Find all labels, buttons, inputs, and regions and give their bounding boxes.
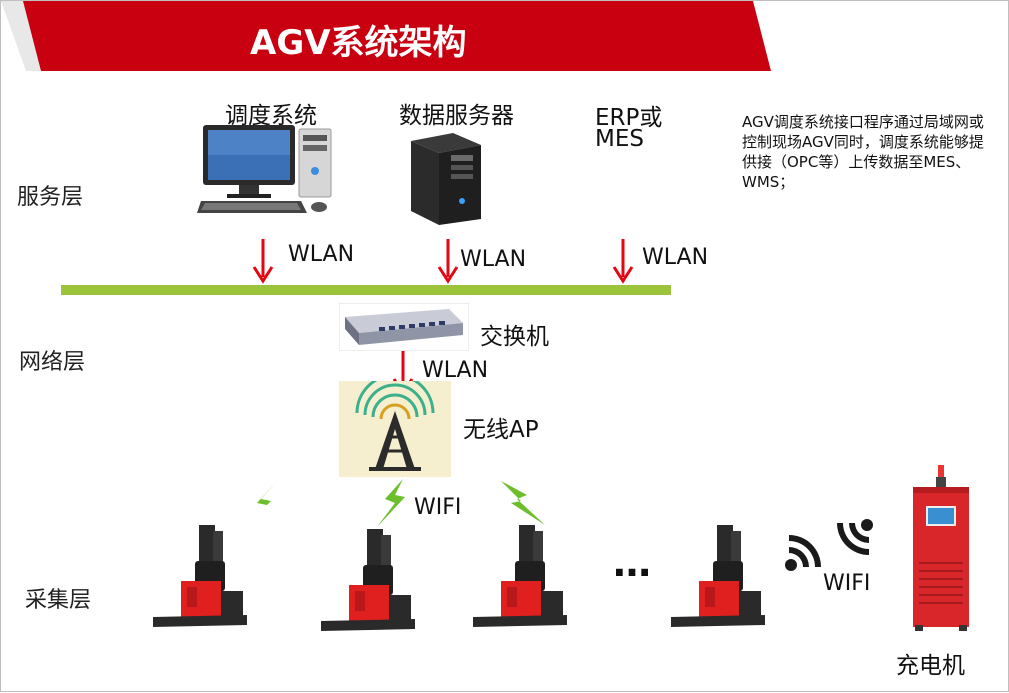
agv-forklift-icon (153, 525, 247, 627)
wlan-label-server: WLAN (460, 247, 527, 272)
page-title: AGV系统架构 (250, 23, 467, 63)
wireless-ap-tower-icon (339, 381, 451, 477)
title-banner (1, 1, 771, 71)
switch-label: 交换机 (480, 324, 549, 350)
description-note: AGV调度系统接口程序通过局域网或控制现场AGV同时，调度系统能够提供接（OPC… (742, 113, 984, 191)
wlan-label-switch: WLAN (422, 358, 489, 383)
layer-label-collect: 采集层 (25, 588, 92, 613)
dispatch-system-label: 调度系统 (225, 103, 317, 129)
wlan-label-dispatch: WLAN (288, 242, 355, 267)
layer-label-service: 服务层 (17, 185, 84, 210)
wireless-ap-label: 无线AP (463, 417, 539, 443)
desktop-computer-icon (197, 125, 332, 213)
agv-forklift-icon (473, 525, 567, 627)
erp-label-line1: ERP或 (595, 105, 663, 131)
wlan-label-erp: WLAN (642, 245, 709, 270)
wifi-label-charger: WIFI (823, 571, 871, 596)
ellipsis: … (613, 541, 655, 585)
agv-forklift-icon (321, 529, 415, 631)
server-tower-icon (411, 133, 481, 225)
data-server-label: 数据服务器 (399, 103, 514, 129)
erp-label-line2: MES (595, 126, 644, 152)
network-bus-line (61, 285, 671, 295)
lightning-icon (501, 481, 545, 525)
layer-label-network: 网络层 (19, 350, 86, 375)
lightning-icon (377, 479, 405, 527)
network-switch-icon (339, 303, 469, 351)
charger-label: 充电机 (896, 653, 965, 679)
agv-forklift-icon (671, 525, 765, 627)
charger-cabinet-icon (913, 465, 969, 631)
wifi-signal-icon (785, 519, 873, 571)
wifi-label-ap: WIFI (414, 495, 462, 520)
